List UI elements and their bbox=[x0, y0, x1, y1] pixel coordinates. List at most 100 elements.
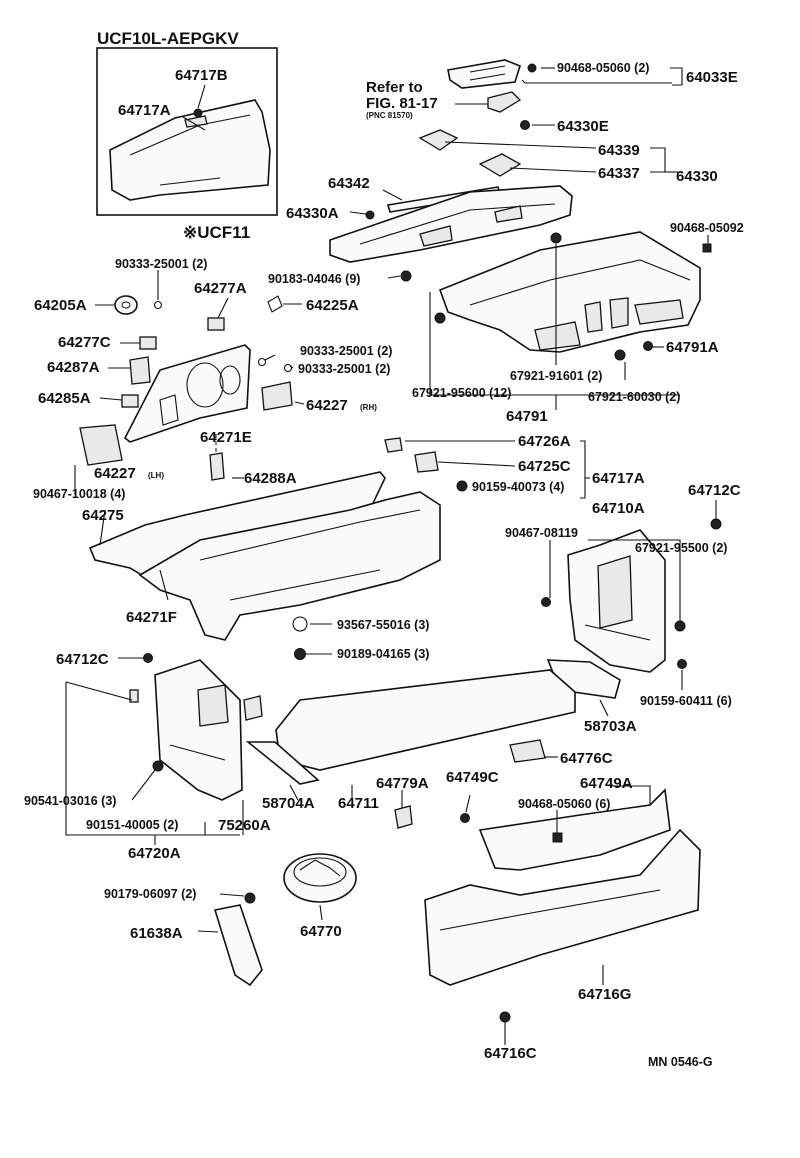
trunk-lid-trim-64791 bbox=[438, 231, 701, 353]
label-90333-25001-b: 90333-25001 (2) bbox=[300, 344, 392, 358]
mat-58704a bbox=[245, 741, 320, 785]
label-64330a: 64330A bbox=[286, 205, 339, 222]
label-67921-60030: 67921-60030 (2) bbox=[588, 390, 680, 404]
bracket-75260a bbox=[243, 695, 263, 721]
screw-90159-60411-icon bbox=[677, 659, 687, 669]
clip-64749c-icon bbox=[460, 813, 470, 823]
label-64726a: 64726A bbox=[518, 433, 571, 450]
clip-64330a-icon bbox=[365, 210, 375, 220]
label-64285a: 64285A bbox=[38, 390, 91, 407]
label-64033e: 64033E bbox=[686, 69, 738, 86]
bracket-64779a bbox=[394, 805, 413, 829]
screw-90159-40073-icon bbox=[456, 480, 468, 492]
clip-64716c-icon bbox=[499, 1011, 511, 1023]
label-61638a: 61638A bbox=[130, 925, 183, 942]
label-58704a: 58704A bbox=[262, 795, 315, 812]
washer-93567-icon bbox=[292, 616, 308, 632]
bracket-64287a bbox=[129, 356, 151, 385]
floor-mat-64711 bbox=[275, 669, 576, 771]
clip-67921-95600-icon bbox=[434, 312, 446, 324]
label-64712c-left: 64712C bbox=[56, 651, 109, 668]
clip-90468-05092-icon bbox=[702, 243, 712, 253]
label-64227-lh: 64227 bbox=[94, 465, 136, 482]
screw-90179-icon bbox=[244, 892, 256, 904]
label-64205a: 64205A bbox=[34, 297, 87, 314]
label-90468-05092: 90468-05092 bbox=[670, 221, 744, 235]
note-ucf11: ※UCF11 bbox=[183, 223, 250, 242]
label-90468-05060-top: 90468-05060 (2) bbox=[557, 61, 649, 75]
label-64725c: 64725C bbox=[518, 458, 571, 475]
label-64720a: 64720A bbox=[128, 845, 181, 862]
label-64271f: 64271F bbox=[126, 609, 177, 626]
inset-header: UCF10L-AEPGKV bbox=[97, 29, 239, 48]
left-side-parts bbox=[79, 295, 293, 481]
part-labels: UCF10L-AEPGKV 64717B 64717A ※UCF11 Refer… bbox=[24, 29, 744, 1069]
leader-lines bbox=[65, 67, 717, 1045]
cap-64285a bbox=[121, 394, 139, 408]
package-tray-group bbox=[329, 59, 573, 282]
side-panel-64271e bbox=[123, 344, 251, 443]
bracket-64227-lh bbox=[79, 424, 123, 466]
cap-64277a bbox=[207, 317, 225, 331]
label-64711: 64711 bbox=[338, 795, 379, 812]
label-64271e: 64271E bbox=[200, 429, 252, 446]
tray-64770 bbox=[283, 853, 357, 903]
grille-64337 bbox=[478, 153, 522, 177]
trunk-side-trim-group bbox=[88, 437, 468, 660]
label-90151-40005: 90151-40005 (2) bbox=[86, 818, 178, 832]
label-64288a: 64288A bbox=[244, 470, 297, 487]
screw-90151-icon bbox=[152, 760, 164, 772]
label-64287a: 64287A bbox=[47, 359, 100, 376]
trunk-rear-trim-group bbox=[394, 739, 701, 1023]
label-67921-95600: 67921-95600 (12) bbox=[412, 386, 511, 400]
inset-trim-panel bbox=[109, 99, 271, 201]
label-64225a: 64225A bbox=[306, 297, 359, 314]
hinge-61638a bbox=[213, 904, 263, 987]
side-trim-64720a bbox=[154, 659, 243, 801]
label-93567-55016: 93567-55016 (3) bbox=[337, 618, 429, 632]
refer-line1: Refer to bbox=[366, 79, 423, 96]
label-64791a: 64791A bbox=[666, 339, 719, 356]
clip-67921-60030-icon bbox=[614, 349, 626, 361]
label-90179-06097: 90179-06097 (2) bbox=[104, 887, 196, 901]
label-64337: 64337 bbox=[598, 165, 640, 182]
figure-code: MN 0546-G bbox=[648, 1055, 713, 1069]
cap-64277c bbox=[139, 336, 157, 350]
label-67921-91601: 67921-91601 (2) bbox=[510, 369, 602, 383]
inset-ucf10l bbox=[96, 47, 278, 216]
reinforcement-64749a bbox=[478, 788, 671, 871]
label-90467-08119: 90467-08119 bbox=[505, 526, 578, 540]
label-rh: (RH) bbox=[360, 403, 377, 412]
clip-90183-icon bbox=[400, 270, 412, 282]
clip-64791a-icon bbox=[643, 341, 653, 351]
label-90541-03016: 90541-03016 (3) bbox=[24, 794, 116, 808]
nut-90189-icon bbox=[294, 648, 306, 660]
label-90159-60411: 90159-60411 (6) bbox=[640, 694, 732, 708]
trunk-lid-trim-group bbox=[434, 231, 712, 361]
label-64717a-inset: 64717A bbox=[118, 102, 171, 119]
bracket-64726a bbox=[384, 437, 403, 453]
label-64339: 64339 bbox=[598, 142, 640, 159]
refer-line2: FIG. 81-17 bbox=[366, 95, 438, 112]
package-tray-64330 bbox=[329, 185, 573, 263]
bracket-64288a bbox=[209, 452, 225, 481]
refer-pnc: (PNC 81570) bbox=[366, 111, 413, 120]
label-64342: 64342 bbox=[328, 175, 370, 192]
label-64712c-top: 64712C bbox=[688, 482, 741, 499]
label-64277c: 64277C bbox=[58, 334, 111, 351]
clip-67921-91601-icon bbox=[550, 232, 562, 244]
label-64779a: 64779A bbox=[376, 775, 429, 792]
screw-90467-08119-icon bbox=[541, 597, 551, 607]
clip-67921-95500-icon bbox=[674, 620, 686, 632]
label-90183-04046: 90183-04046 (9) bbox=[268, 272, 360, 286]
bracket-64776c bbox=[509, 739, 546, 763]
label-lh: (LH) bbox=[148, 471, 164, 480]
floor-and-left-lower bbox=[129, 653, 576, 801]
clip-90468-bottom-icon bbox=[552, 832, 563, 843]
label-64749c: 64749C bbox=[446, 769, 499, 786]
trunk-trim-64271f bbox=[138, 491, 441, 641]
label-90333-25001-c: 90333-25001 (2) bbox=[298, 362, 390, 376]
label-75260a: 75260A bbox=[218, 817, 271, 834]
bracket-64725c bbox=[414, 451, 439, 473]
